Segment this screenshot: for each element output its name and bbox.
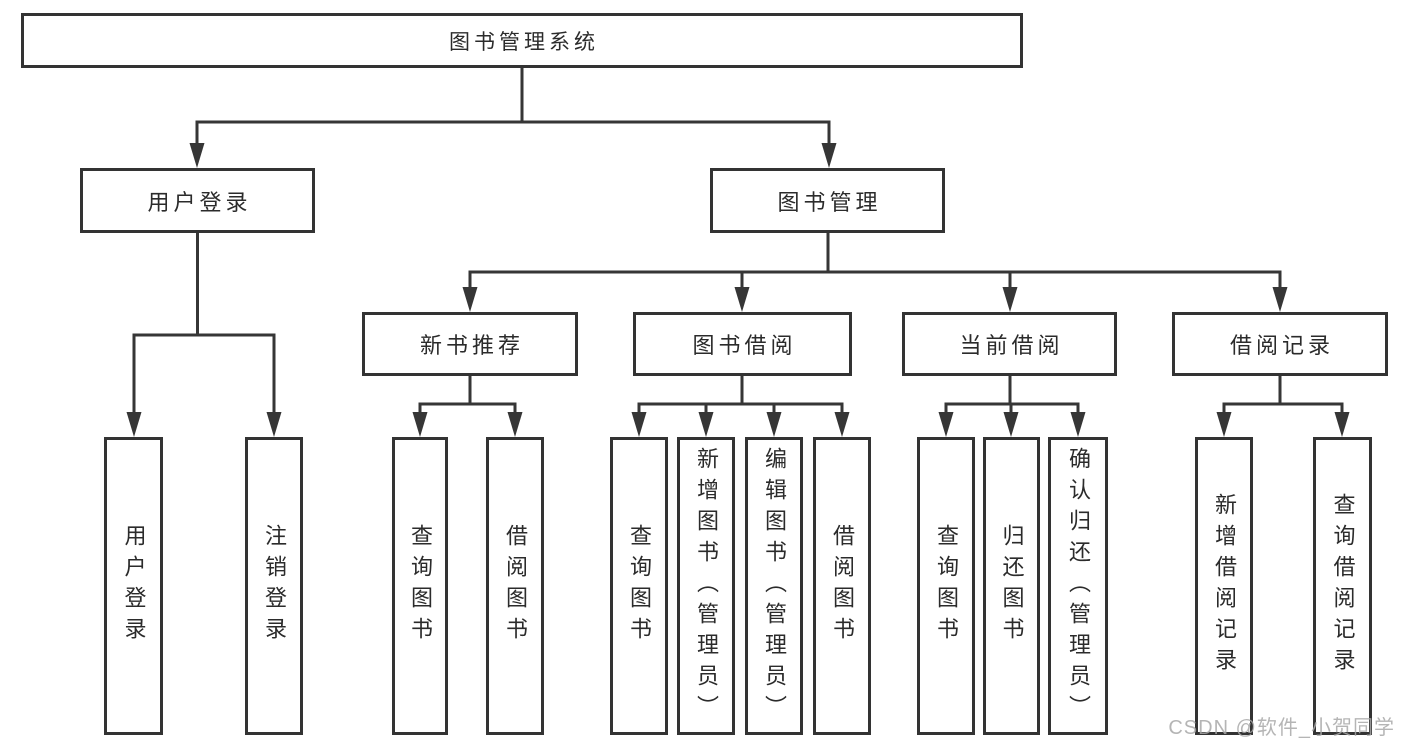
leaf-confirm-return-admin: 确认归还（管理员） [1048, 437, 1108, 735]
node-user-login: 用户登录 [80, 168, 315, 233]
leaf-edit-book-admin: 编辑图书（管理员） [745, 437, 803, 735]
leaf-user-login: 用户登录 [104, 437, 163, 735]
node-book-borrowing: 图书借阅 [633, 312, 852, 376]
node-borrowing-records: 借阅记录 [1172, 312, 1388, 376]
leaf-return-books: 归还图书 [983, 437, 1040, 735]
leaf-query-books-borrowing: 查询图书 [610, 437, 668, 735]
leaf-logout: 注销登录 [245, 437, 303, 735]
csdn-watermark: CSDN @软件_小贺同学 [1168, 717, 1395, 739]
leaf-add-borrow-record: 新增借阅记录 [1195, 437, 1253, 735]
leaf-borrow-books-recommend: 借阅图书 [486, 437, 544, 735]
node-new-book-recommendation: 新书推荐 [362, 312, 578, 376]
node-library-management-system: 图书管理系统 [21, 13, 1023, 68]
leaf-add-book-admin: 新增图书（管理员） [677, 437, 735, 735]
leaf-query-books-recommend: 查询图书 [392, 437, 448, 735]
leaf-query-books-current: 查询图书 [917, 437, 975, 735]
leaf-borrow-books-borrowing: 借阅图书 [813, 437, 871, 735]
node-book-management: 图书管理 [710, 168, 945, 233]
leaf-query-borrow-record: 查询借阅记录 [1313, 437, 1372, 735]
node-current-borrowing: 当前借阅 [902, 312, 1117, 376]
